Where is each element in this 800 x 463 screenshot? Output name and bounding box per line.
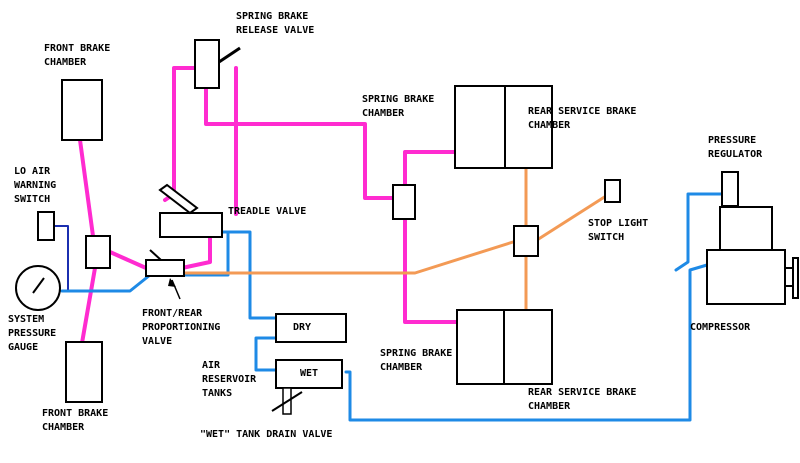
proportioning-to-stop-light-valve-line [181,240,515,275]
release-valve-handle [218,46,241,64]
spring-brake-release-valve [194,39,220,89]
proportioning-valve-label: FRONT/REAR PROPORTIONING VALVE [142,308,221,347]
treadle-valve-label: TREADLE VALVE [228,206,307,217]
treadle-pedal [158,183,199,215]
dry-tank [275,313,347,343]
dry-to-wet-tank-line [254,336,278,372]
system-pressure-gauge-label: SYSTEM PRESSURE GAUGE [8,314,57,353]
stop-light-switch [604,179,621,203]
front-brake-chamber-bottom [65,341,103,403]
lo-air-warning-switch-label: LO AIR WARNING SWITCH [14,166,57,205]
proportioning-valve [145,259,185,277]
front-brake-chamber-top [61,79,103,141]
front-valve-to-proportioning-line [108,250,148,270]
wet-tank-label: WET [300,368,319,379]
compressor-to-regulator-line [674,192,724,272]
rear-chamber-top [454,85,553,169]
gauge-needle [32,277,45,294]
compressor-body [706,249,786,305]
pressure-regulator [721,171,739,207]
proportioning-valve-handle [149,249,162,261]
supply-lines [60,192,724,422]
rear-service-brake-chamber-top-label: REAR SERVICE BRAKE CHAMBER [528,106,637,131]
service-lines [78,66,459,345]
lo-air-switch-wire [53,225,69,290]
proportioning-pointer-arrow [168,278,176,287]
relay-valve [513,225,539,257]
front-chamber-bottom-line [80,266,97,345]
spring-brake-release-valve-label: SPRING BRAKE RELEASE VALVE [236,11,315,36]
wet-tank-to-compressor-line [344,263,709,422]
spring-brake-chamber-top-label: SPRING BRAKE CHAMBER [362,94,435,119]
gauge-supply-line [60,273,152,293]
proportioning-to-treadle-line [180,235,212,270]
stop-light-switch-label: STOP LIGHT SWITCH [588,218,649,243]
release-valve-left-line [163,66,198,202]
drain-valve-handle [271,391,303,412]
air-reservoir-tanks-label: AIR RESERVOIR TANKS [202,360,257,399]
release-valve-to-spring-valve-line [204,86,395,200]
treadle-valve-body [159,212,223,238]
spring-brake-valve [392,184,416,220]
front-brake-chamber-top-label: FRONT BRAKE CHAMBER [44,43,111,68]
wet-tank [275,359,343,389]
front-brake-chamber-bottom-label: FRONT BRAKE CHAMBER [42,408,109,433]
front-valve [85,235,111,269]
treadle-to-dry-tank-line [220,230,278,320]
compressor-shaft [784,267,794,287]
pressure-regulator-label: PRESSURE REGULATOR [708,135,763,160]
spring-valve-to-top-chamber-line [403,150,457,187]
compressor-head [719,206,773,251]
spring-brake-chamber-bottom-label: SPRING BRAKE CHAMBER [380,348,453,373]
spring-valve-to-bottom-chamber-line [403,218,459,324]
system-pressure-gauge [15,265,61,311]
stop-light-switch-line [535,194,608,242]
compressor-pulley [792,257,799,299]
dry-tank-label: DRY [293,322,312,333]
lo-air-warning-switch [37,211,55,241]
components [15,39,799,415]
compressor-label: COMPRESSOR [690,322,751,333]
front-chamber-top-line [78,138,95,238]
wet-tank-drain-valve-label: "WET" TANK DRAIN VALVE [200,429,333,440]
rear-service-brake-chamber-bottom-label: REAR SERVICE BRAKE CHAMBER [528,387,637,412]
treadle-supply-line [183,231,230,277]
